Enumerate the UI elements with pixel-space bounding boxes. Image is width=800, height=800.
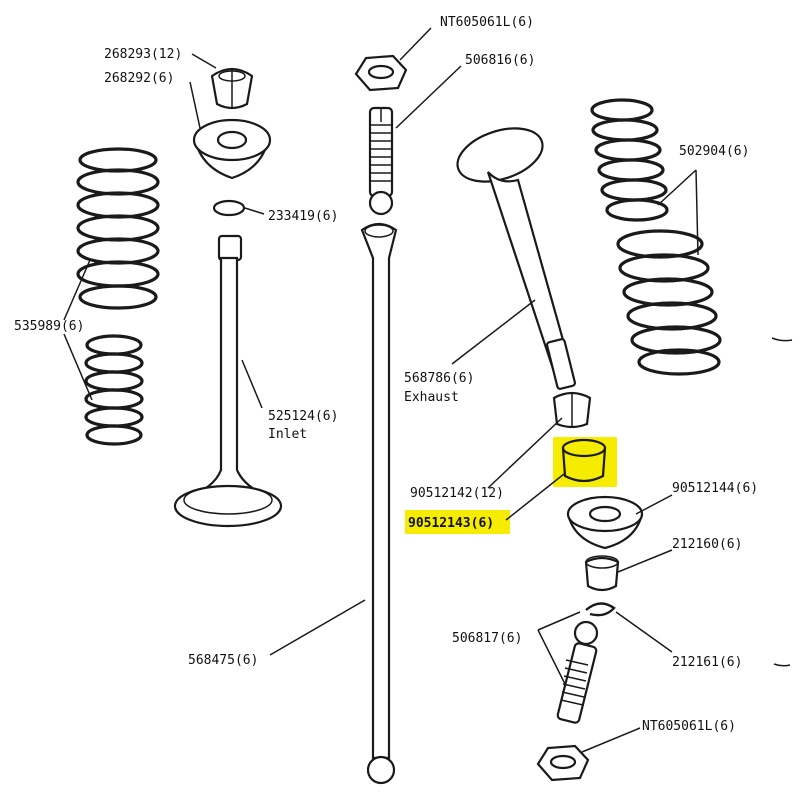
exhaust-lower-spring	[616, 229, 722, 376]
seal-ring	[212, 199, 246, 217]
inlet-collet	[210, 67, 254, 110]
circlip	[585, 602, 616, 617]
label-inlet-valve-part: 525124(6)	[268, 409, 338, 424]
label-collet-exhaust: 90512142(12)	[410, 486, 504, 501]
label-exhaust-valve-name: Exhaust	[404, 390, 459, 405]
top-adjuster-screw	[368, 106, 394, 216]
label-adjuster-top: 506816(6)	[465, 53, 535, 68]
bottom-nut	[536, 744, 590, 782]
label-cap-exhaust: 90512144(6)	[672, 481, 758, 496]
inlet-spring-cap	[192, 118, 272, 180]
label-collet: 268293(12)	[104, 47, 182, 62]
label-pushrod: 568475(6)	[188, 653, 258, 668]
label-seal-ring: 233419(6)	[268, 209, 338, 224]
inlet-inner-spring	[84, 334, 144, 446]
exhaust-upper-spring	[590, 98, 669, 222]
label-circlip: 212161(6)	[672, 655, 742, 670]
leader-lines	[63, 27, 699, 753]
top-nut	[354, 54, 408, 92]
exhaust-collet	[552, 391, 592, 429]
cup	[584, 555, 620, 592]
exhaust-valve	[456, 127, 577, 390]
label-springs-exhaust: 502904(6)	[679, 144, 749, 159]
pushrod	[360, 222, 398, 785]
inlet-valve	[173, 234, 283, 528]
label-spring-cap: 268292(6)	[104, 71, 174, 86]
exhaust-cap	[566, 495, 644, 550]
highlight-label-box	[405, 510, 510, 534]
label-adjuster-bottom: 506817(6)	[452, 631, 522, 646]
label-inlet-valve-name: Inlet	[268, 427, 307, 442]
label-cup: 212160(6)	[672, 537, 742, 552]
label-nut-bottom: NT605061L(6)	[642, 719, 736, 734]
highlighted-bush	[561, 438, 607, 483]
bottom-adjuster-screw	[556, 620, 599, 724]
label-exhaust-valve-part: 568786(6)	[404, 371, 474, 386]
edge-mark	[773, 663, 791, 667]
label-highlighted-part: 90512143(6)	[408, 516, 494, 531]
label-springs-inlet: 535989(6)	[14, 319, 84, 334]
inlet-outer-spring	[76, 147, 160, 310]
edge-mark	[771, 337, 793, 342]
label-nut-top: NT605061L(6)	[440, 15, 534, 30]
